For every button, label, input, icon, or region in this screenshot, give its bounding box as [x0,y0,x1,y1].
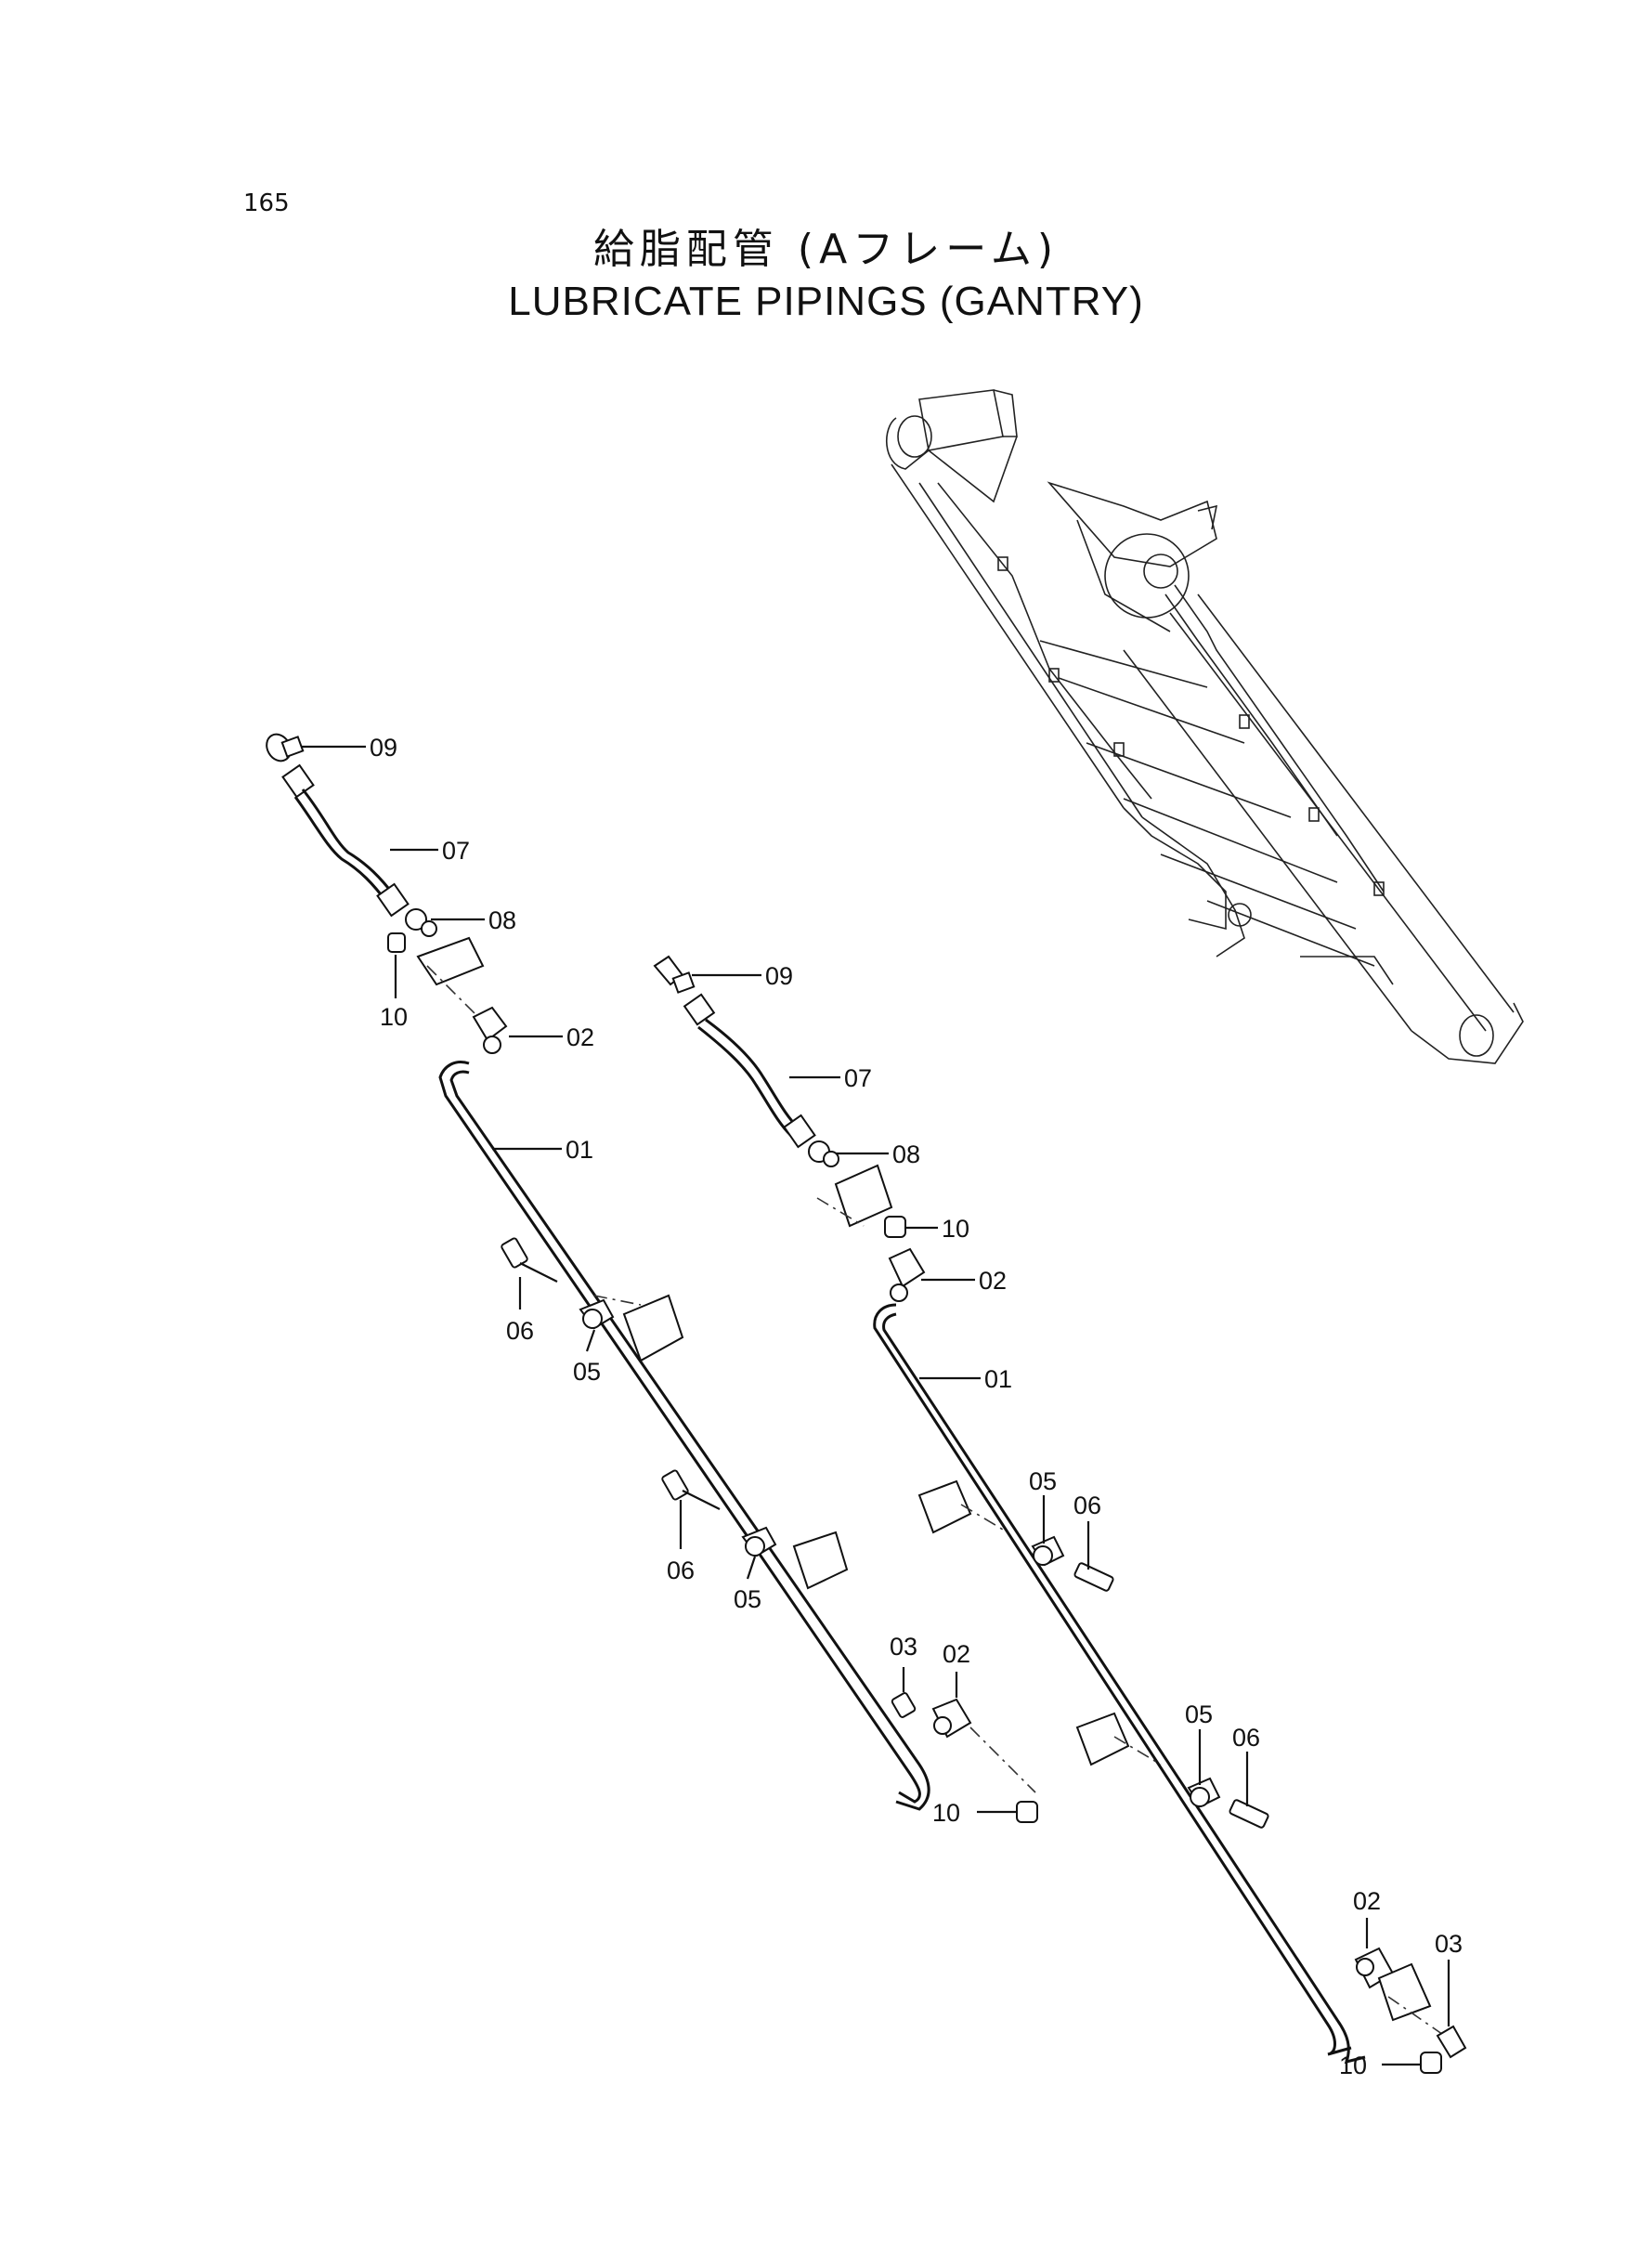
callout-05-left-upper: 05 [573,1358,601,1386]
callout-06-right-lower: 06 [1232,1724,1260,1752]
callout-05-right-lower: 05 [1185,1700,1213,1728]
callout-labels: 09 07 08 10 02 01 06 05 06 05 03 02 10 0… [370,734,1463,2079]
callout-06-left-lower: 06 [667,1557,695,1584]
right-piping-assembly [653,955,1467,2074]
callout-08-left: 08 [488,906,516,934]
grease-nipple-03 [891,1692,917,1718]
page-number: 165 [243,189,290,217]
callout-09-right: 09 [765,962,793,990]
gantry-overview-illustration [886,389,1524,1064]
callout-03-right: 03 [1435,1930,1463,1958]
adapter-08 [405,908,427,931]
title-english: LUBRICATE PIPINGS (GANTRY) [508,279,1144,324]
callout-08-right: 08 [892,1140,920,1168]
elbow-02 [472,1006,508,1042]
callout-10-right-lower: 10 [1339,2052,1367,2079]
callout-06-left-upper: 06 [506,1317,534,1345]
callout-07-left: 07 [442,837,470,865]
callout-10-right-upper: 10 [942,1215,969,1243]
callout-07-right: 07 [844,1064,872,1092]
title-japanese: 給脂配管 (Aフレーム) [592,226,1060,273]
callout-06-right-upper: 06 [1073,1492,1101,1519]
callout-01-right: 01 [984,1365,1012,1393]
left-piping-assembly [266,733,1038,1823]
callout-02-right-lower: 02 [1353,1887,1381,1915]
callout-05-left-lower: 05 [734,1585,761,1613]
callout-01-left: 01 [566,1136,593,1164]
plug-10 [387,932,406,953]
callout-02-right-upper: 02 [979,1267,1007,1295]
callout-leaders [301,745,1450,2066]
callout-09-left: 09 [370,734,397,762]
callout-02-left-lower: 02 [943,1640,970,1668]
callout-03-left: 03 [890,1633,917,1661]
hose-07 [376,882,410,918]
callout-10-left-lower: 10 [932,1799,960,1827]
callout-05-right-upper: 05 [1029,1467,1057,1495]
callout-02-left-upper: 02 [566,1023,594,1051]
bolt-06 [501,1237,528,1269]
callout-10-left-upper: 10 [380,1003,408,1031]
